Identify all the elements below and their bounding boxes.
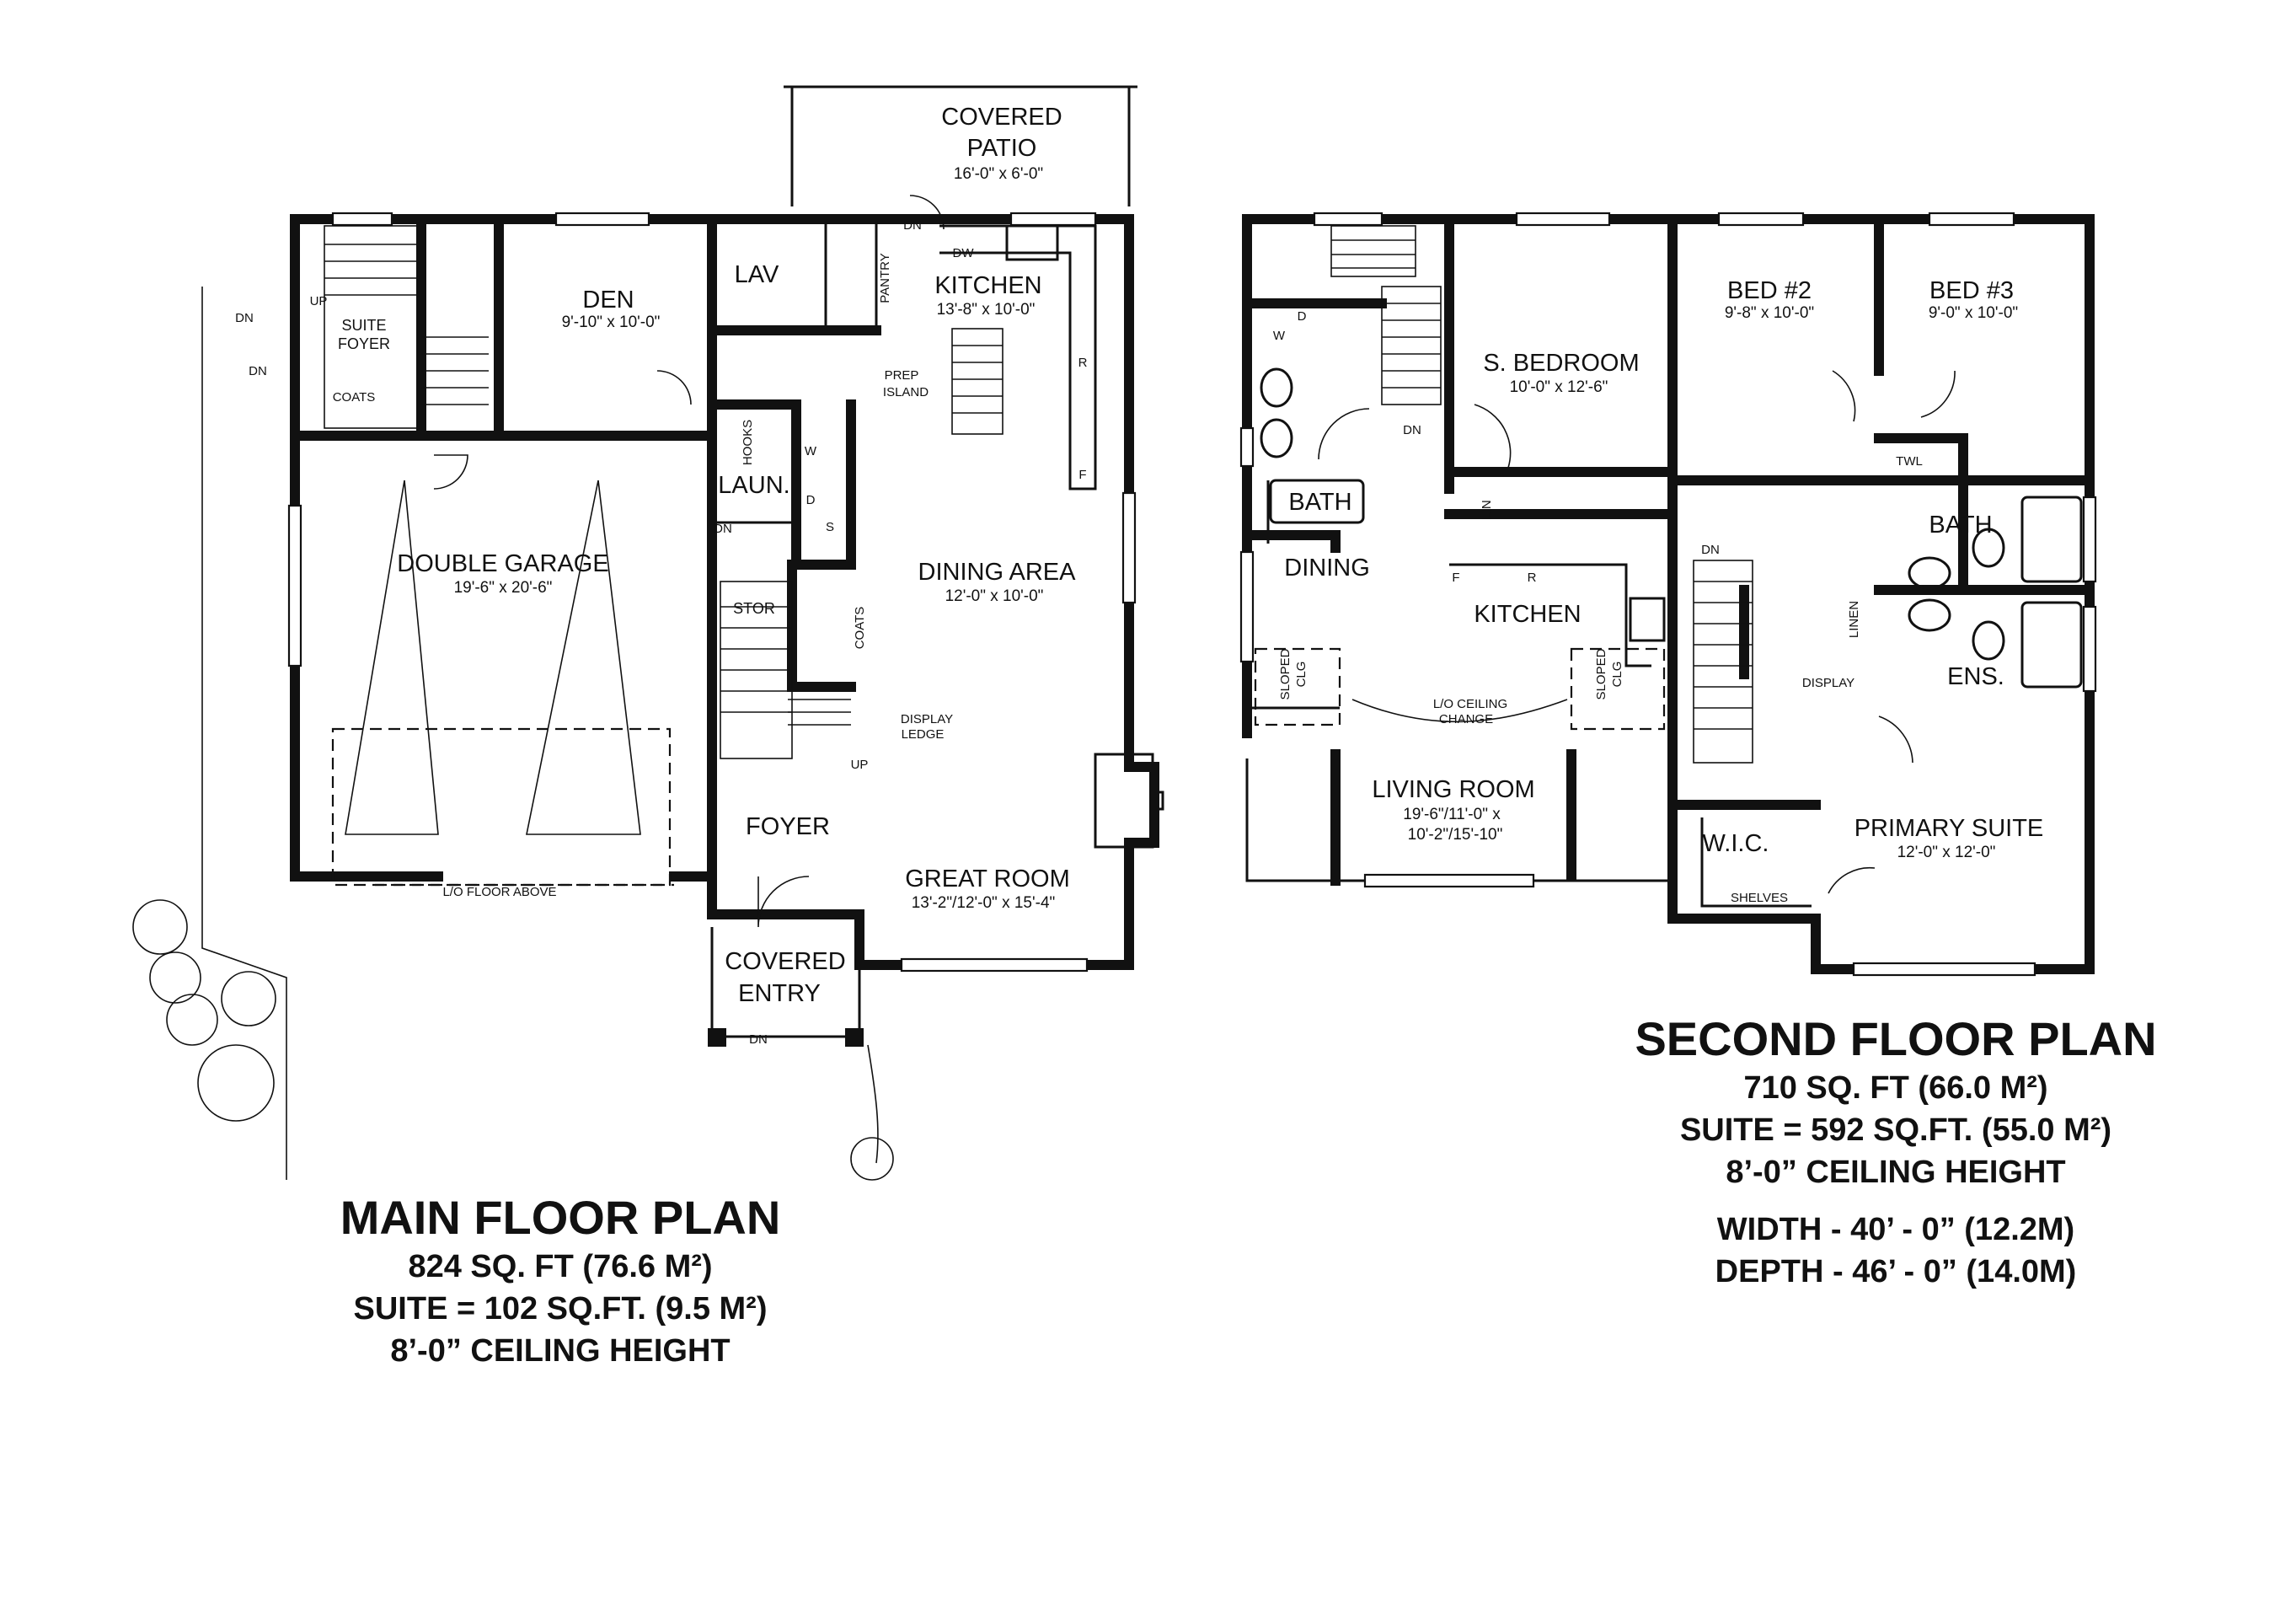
wic-label: W.I.C. — [1703, 830, 1769, 857]
second-floor-title: SECOND FLOOR PLAN — [1635, 1012, 2157, 1065]
primary-suite-label: PRIMARY SUITE — [1854, 815, 2044, 842]
range-marker: R — [1528, 571, 1537, 585]
dining-area-label: DINING AREA — [918, 559, 1077, 586]
living-room-dim-2: 10'-2"/15'-10" — [1408, 826, 1503, 844]
covered-patio-label: COVERED — [941, 104, 1062, 131]
display-ledge-label-2: LEDGE — [902, 727, 945, 742]
bath-label: BATH — [1929, 512, 1992, 539]
lo-ceiling-label: L/O CEILING — [1433, 697, 1507, 711]
washer-marker: W — [1273, 329, 1286, 343]
fridge-marker: F — [1452, 571, 1459, 585]
sink-marker: S — [826, 520, 834, 534]
main-floor-area: 824 SQ. FT (76.6 M²) — [408, 1249, 713, 1284]
covered-patio-label-2: PATIO — [967, 135, 1037, 162]
dryer-marker: D — [806, 493, 816, 507]
double-garage-label: DOUBLE GARAGE — [397, 550, 608, 577]
twl-label: TWL — [1896, 454, 1923, 469]
den-dim: 9'-10" x 10'-0" — [562, 314, 661, 331]
second-floor-plan: BATH DINING S. BEDROOM 10'-0" x 12'-6" L… — [1239, 212, 2097, 977]
washer-marker: W — [805, 444, 817, 458]
second-floor-area: 710 SQ. FT (66.0 M²) — [1743, 1070, 2048, 1106]
lo-ceiling-label-2: CHANGE — [1439, 712, 1493, 726]
main-floor-ceiling: 8’-0” CEILING HEIGHT — [390, 1333, 731, 1369]
sloped-clg-label-2: CLG — [1610, 662, 1624, 688]
up-marker: UP — [851, 758, 869, 772]
dn-marker: DN — [235, 311, 254, 325]
fridge-marker: F — [1078, 468, 1086, 482]
prep-island-label: PREP — [885, 368, 919, 383]
s-bedroom-dim: 10'-0" x 12'-6" — [1510, 378, 1608, 396]
double-garage-dim: 19'-6" x 20'-6" — [454, 579, 553, 597]
lin-label: LIN — [1480, 500, 1494, 519]
linen-label: LINEN — [1847, 601, 1861, 638]
dn-marker: DN — [714, 522, 732, 536]
dn-marker: DN — [749, 1032, 768, 1047]
main-floor-caption: MAIN FLOOR PLAN 824 SQ. FT (76.6 M²) SUI… — [278, 1190, 843, 1372]
suite-foyer-label: SUITE — [341, 317, 386, 334]
main-floor-suite-area: SUITE = 102 SQ.FT. (9.5 M²) — [353, 1291, 768, 1327]
up-marker: UP — [310, 294, 328, 308]
covered-entry-label-2: ENTRY — [738, 980, 821, 1007]
suite-coats-label: COATS — [333, 390, 376, 405]
dryer-marker: D — [1298, 309, 1307, 324]
covered-entry-label: COVERED — [725, 948, 845, 975]
kitchen-label: KITCHEN — [934, 272, 1041, 299]
second-floor-caption: SECOND FLOOR PLAN 710 SQ. FT (66.0 M²) S… — [1601, 1011, 2191, 1293]
stor-label: STOR — [733, 600, 775, 617]
display-ledge-label: DISPLAY — [901, 712, 953, 726]
kitchen-dim: 13'-8" x 10'-0" — [937, 301, 1036, 319]
house-depth: DEPTH - 46’ - 0” (14.0M) — [1715, 1254, 2077, 1289]
dw-marker: DW — [953, 246, 975, 260]
range-marker: R — [1078, 356, 1088, 370]
great-room-label: GREAT ROOM — [905, 866, 1070, 892]
hall-coats-label: COATS — [853, 607, 867, 650]
bed3-dim: 9'-0" x 10'-0" — [1929, 304, 2018, 322]
dn-marker: DN — [1403, 423, 1421, 437]
living-room-label: LIVING ROOM — [1372, 776, 1534, 803]
laun-label: LAUN. — [718, 472, 789, 499]
kitchen-2-label: KITCHEN — [1474, 601, 1581, 628]
sloped-clg-label: SLOPED — [1278, 648, 1293, 699]
bed3-label: BED #3 — [1929, 277, 2014, 304]
great-room-dim: 13'-2"/12'-0" x 15'-4" — [912, 894, 1056, 912]
dn-marker: DN — [903, 218, 922, 233]
den-label: DEN — [582, 287, 634, 314]
dn-marker: DN — [1701, 543, 1720, 557]
covered-patio-dim: 16'-0" x 6'-0" — [954, 165, 1043, 183]
living-room-dim: 19'-6"/11'-0" x — [1403, 806, 1501, 823]
s-bedroom-label: S. BEDROOM — [1483, 350, 1639, 377]
display-label: DISPLAY — [1802, 676, 1854, 690]
house-width: WIDTH - 40’ - 0” (12.2M) — [1716, 1212, 2075, 1247]
second-floor-suite-area: SUITE = 592 SQ.FT. (55.0 M²) — [1679, 1112, 2112, 1148]
sloped-clg-label: SLOPED — [1594, 648, 1608, 699]
dn-marker: DN — [249, 364, 267, 378]
lav-label: LAV — [735, 261, 779, 288]
main-floor-title: MAIN FLOOR PLAN — [340, 1191, 781, 1244]
second-floor-ceiling: 8’-0” CEILING HEIGHT — [1726, 1155, 2066, 1190]
dining-label: DINING — [1284, 555, 1370, 582]
bed2-dim: 9'-8" x 10'-0" — [1725, 304, 1814, 322]
dining-area-dim: 12'-0" x 10'-0" — [945, 587, 1044, 605]
prep-island-label-2: ISLAND — [883, 385, 929, 399]
hooks-label: HOOKS — [741, 420, 755, 465]
ens-label: ENS. — [1947, 663, 2004, 690]
pantry-label: PANTRY — [878, 253, 892, 303]
primary-suite-dim: 12'-0" x 12'-0" — [1897, 844, 1996, 861]
lo-floor-above-label: L/O FLOOR ABOVE — [442, 885, 556, 899]
bed2-label: BED #2 — [1727, 277, 1812, 304]
sloped-clg-label-2: CLG — [1294, 662, 1309, 688]
shelves-label: SHELVES — [1731, 891, 1788, 905]
main-floor-plan: COVERED PATIO 16'-0" x 6'-0" DEN 9'-10" … — [132, 85, 1164, 1181]
suite-foyer-label-2: FOYER — [338, 335, 390, 352]
bath-suite-label: BATH — [1288, 489, 1351, 516]
foyer-label: FOYER — [746, 813, 830, 840]
